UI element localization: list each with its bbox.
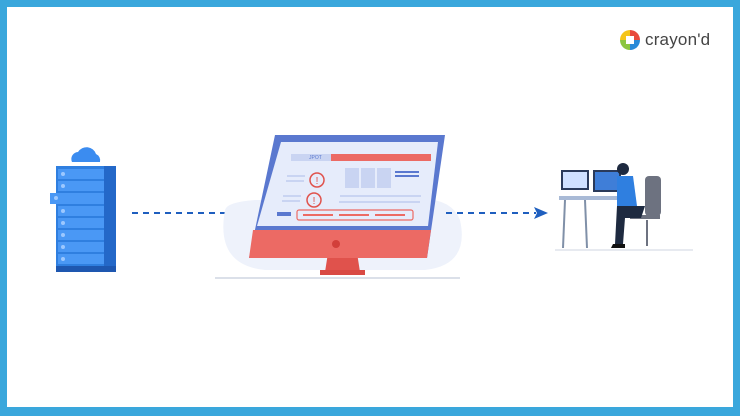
brand-name: crayon'd (645, 30, 711, 49)
arrow-monitor-to-developer (446, 207, 548, 219)
cloud-server-icon (50, 147, 116, 272)
brand-logo: crayon'd (620, 30, 710, 50)
svg-text:!: ! (316, 176, 319, 187)
monitor-illustration: ! ! JPOT (215, 135, 462, 279)
crayond-logo-icon (620, 30, 640, 50)
screen-label: JPOT (309, 155, 322, 161)
developer-workstation-icon (555, 163, 693, 251)
svg-text:!: ! (313, 196, 316, 207)
